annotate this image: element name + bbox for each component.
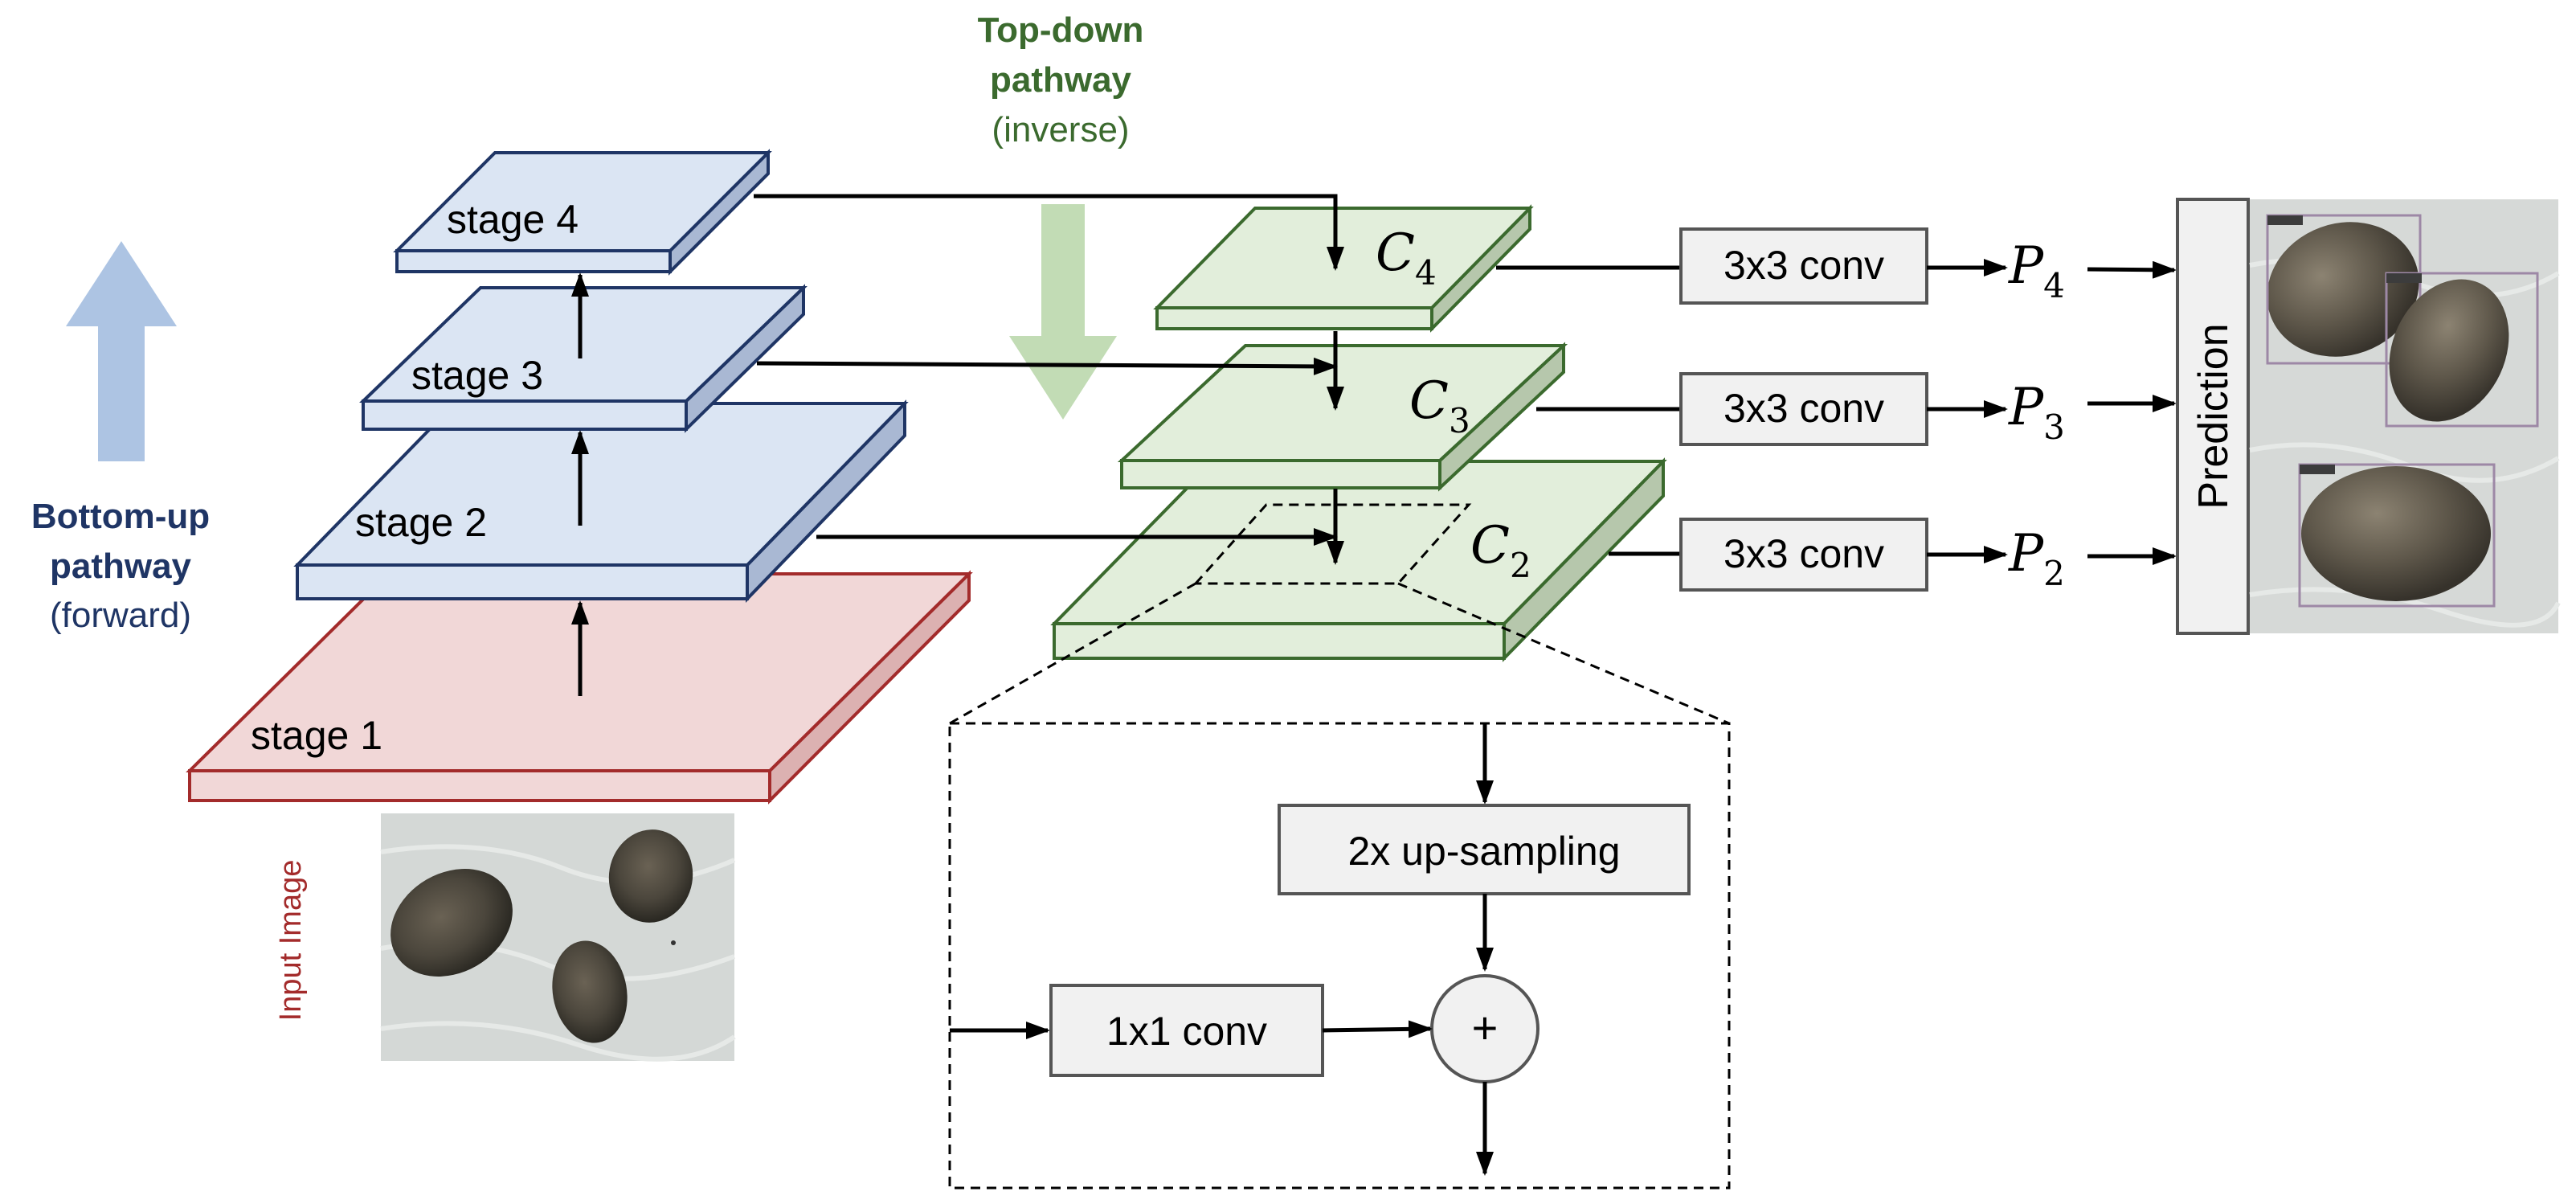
stage-2-top	[293, 402, 909, 567]
c3-top	[1117, 344, 1568, 462]
c4-layer: C4	[1153, 204, 1534, 333]
top-down-subtitle: (inverse)	[992, 110, 1129, 149]
seed-1	[390, 869, 513, 977]
c3-front	[1120, 459, 1441, 489]
top-down-title: Top-down	[978, 10, 1144, 50]
conv-box-p3: 3x3 conv	[1679, 372, 1928, 446]
c3-label: C3	[1409, 371, 1470, 440]
c2-layer: C2	[1050, 457, 1667, 662]
detected-seed-3	[2301, 466, 2491, 601]
stage-4-front	[395, 249, 672, 273]
prediction-box	[2176, 198, 2250, 635]
c2-front	[1053, 622, 1506, 660]
input-image	[380, 813, 736, 1062]
stage-2-layer: stage 2	[293, 399, 909, 603]
input-image-label: Input Image	[274, 860, 308, 1022]
stage-3-top	[359, 286, 808, 403]
seed-3	[552, 940, 628, 1043]
bottom-up-arrow-icon	[66, 241, 177, 461]
conv1x1-label: 1x1 conv	[1106, 1009, 1267, 1054]
conv-box-p2: 3x3 conv	[1679, 518, 1928, 592]
c4-front	[1155, 306, 1433, 330]
lateral-stage3-c3	[756, 357, 1338, 375]
stage-3-front	[362, 399, 688, 431]
plus-sign: +	[1472, 1002, 1499, 1053]
p4-to-prediction	[2087, 260, 2177, 279]
upsample-box	[1278, 804, 1691, 895]
c4-label: C4	[1376, 223, 1437, 293]
detection-box-2	[2385, 272, 2539, 428]
c2-zoom-region	[1192, 503, 1472, 585]
stage-2-label: stage 2	[355, 500, 487, 545]
lateral-stage4-c4	[754, 194, 1344, 271]
p2-label: P2	[2008, 524, 2065, 593]
output-image	[2249, 199, 2561, 633]
zoom-connector-right	[1397, 582, 1730, 725]
detail-arrow-conv-plus	[1322, 1020, 1433, 1038]
stage-4-top	[393, 151, 772, 252]
c4-top	[1153, 207, 1534, 309]
svg-text:3x3 conv: 3x3 conv	[1723, 386, 1884, 431]
stage-3-layer: stage 3	[359, 284, 808, 433]
svg-text:3x3 conv: 3x3 conv	[1723, 243, 1884, 288]
stage-4-label: stage 4	[447, 197, 579, 242]
zoom-detail-box	[948, 722, 1731, 1190]
detection-box-1	[2266, 214, 2422, 365]
p3-label: P3	[2008, 378, 2065, 447]
detected-seed-1	[2267, 222, 2419, 357]
bottom-up-subtitle: (forward)	[50, 596, 191, 635]
top-down-title-2: pathway	[990, 60, 1132, 100]
svg-text:3x3 conv: 3x3 conv	[1723, 531, 1884, 576]
detection-box-3	[2298, 463, 2496, 608]
seed-2	[608, 829, 693, 923]
prediction-label: Prediction	[2190, 323, 2237, 509]
c2-label: C2	[1470, 516, 1531, 585]
p4-label: P4	[2008, 236, 2065, 305]
stage-2-front	[296, 563, 749, 600]
stage-4-layer: stage 4	[393, 149, 772, 276]
detected-seed-2	[2389, 279, 2509, 422]
stage-1-front	[188, 769, 771, 802]
conv-box-p4: 3x3 conv	[1679, 227, 1928, 305]
stage-3-label: stage 3	[411, 353, 543, 398]
stage-1-label: stage 1	[251, 713, 382, 758]
upsample-label: 2x up-sampling	[1347, 829, 1620, 874]
top-down-arrow-icon	[1009, 204, 1117, 420]
bottom-up-title: Bottom-up	[31, 497, 210, 536]
conv1x1-box	[1049, 984, 1324, 1077]
bottom-up-title-2: pathway	[50, 547, 192, 586]
c2-top	[1050, 460, 1667, 625]
